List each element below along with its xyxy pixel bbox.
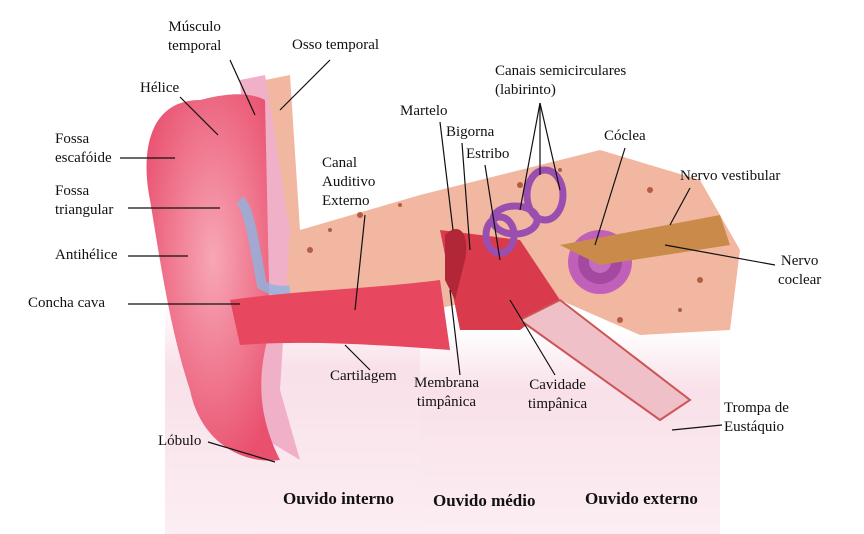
label-line: temporal xyxy=(168,38,222,54)
label-line: Eustáquio xyxy=(724,419,784,435)
label-nervo-vestibular: Nervo vestibular xyxy=(680,168,781,184)
label-line: Fossa xyxy=(55,131,90,147)
label-cavidade-timpanica: Cavidade timpânica xyxy=(528,376,587,414)
label-martelo: Martelo xyxy=(400,103,448,119)
zone-band-middle xyxy=(420,330,575,534)
zone-label-ouvido-medio: Ouvido médio xyxy=(433,491,536,510)
label-estribo: Estribo xyxy=(466,146,510,162)
ear-canal xyxy=(230,280,450,350)
leader-lines xyxy=(120,59,776,463)
zone-label-ouvido-externo: Ouvido externo xyxy=(585,489,698,508)
label-line: Músculo xyxy=(168,19,221,35)
label-lobulo: Lóbulo xyxy=(158,433,202,449)
cartilage-blue xyxy=(236,196,291,296)
label-line: coclear xyxy=(778,272,822,288)
label-line: Canal xyxy=(322,155,357,171)
label-antihelice: Antihélice xyxy=(55,247,118,263)
label-line: Externo xyxy=(322,193,370,209)
label-nervo-coclear: Nervo coclear xyxy=(778,252,821,290)
label-concha-cava: Concha cava xyxy=(28,295,106,311)
label-cartilagem: Cartilagem xyxy=(330,368,397,384)
label-coclea: Cóclea xyxy=(604,128,646,144)
label-osso-temporal: Osso temporal xyxy=(292,37,380,53)
label-line: timpânica xyxy=(416,394,477,410)
label-line: Auditivo xyxy=(322,174,376,190)
label-line: escafóide xyxy=(55,150,112,166)
label-canais-semicirculares: Canais semicirculares (labirinto) xyxy=(495,62,626,100)
label-line: Trompa de xyxy=(724,400,789,416)
label-line: Cavidade xyxy=(529,377,586,393)
label-fossa-escafoide: Fossa escafóide xyxy=(55,130,112,168)
tympanic-cavity xyxy=(440,230,560,330)
eustachian-tube xyxy=(518,298,692,422)
label-musculo-temporal: Músculo temporal xyxy=(168,18,221,56)
label-line: timpânica xyxy=(528,396,588,412)
label-line: Canais semicirculares xyxy=(495,63,627,79)
pinna xyxy=(146,94,280,461)
label-line: (labirinto) xyxy=(495,82,556,98)
ossicles xyxy=(445,229,467,300)
label-line: Fossa xyxy=(55,183,90,199)
semicircular-canals xyxy=(482,166,567,257)
nerves xyxy=(560,215,730,265)
label-fossa-triangular: Fossa triangular xyxy=(55,182,113,220)
label-helice: Hélice xyxy=(140,80,180,96)
label-bigorna: Bigorna xyxy=(446,124,495,140)
label-trompa-eustaquio: Trompa de Eustáquio xyxy=(724,399,789,437)
label-membrana-timpanica: Membrana timpânica xyxy=(414,374,479,412)
zone-label-ouvido-interno: Ouvido interno xyxy=(283,489,394,508)
label-line: Membrana xyxy=(414,375,479,391)
label-line: Nervo xyxy=(780,253,819,269)
label-line: triangular xyxy=(55,202,114,218)
